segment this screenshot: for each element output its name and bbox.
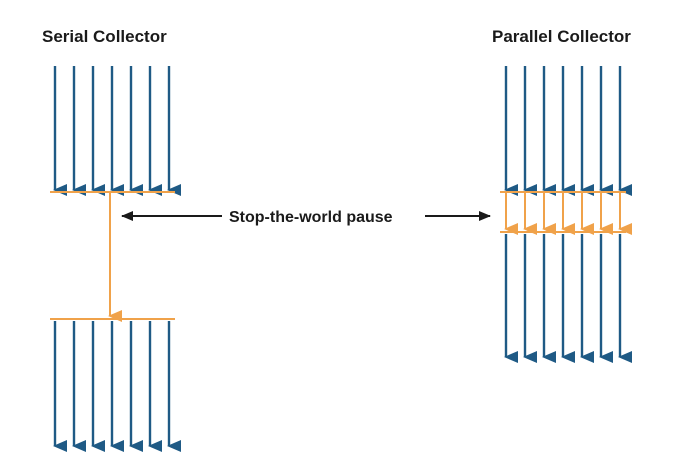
serial-app-threads-before <box>53 66 181 196</box>
serial-gc-thread <box>50 191 175 322</box>
parallel-app-threads-after <box>504 234 632 363</box>
pause-label: Stop-the-world pause <box>229 209 393 226</box>
parallel-gc-threads <box>500 191 632 235</box>
serial-app-threads-after <box>53 321 181 452</box>
parallel-app-threads-before <box>504 66 632 196</box>
serial-collector-title: Serial Collector <box>42 27 167 46</box>
pause-annotation: Stop-the-world pause <box>121 209 491 226</box>
parallel-collector-title: Parallel Collector <box>492 27 631 46</box>
